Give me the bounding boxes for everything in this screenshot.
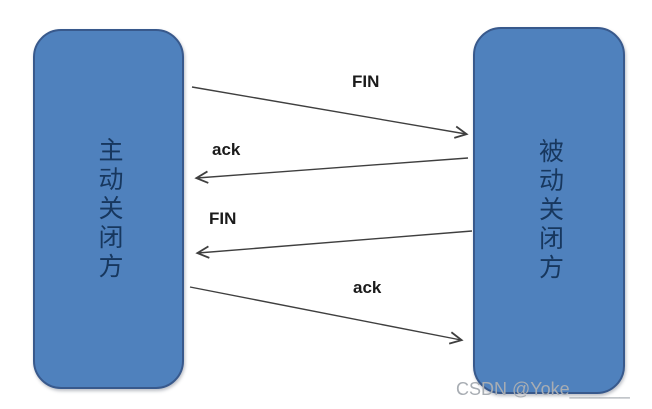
arrow-fin-2 (198, 230, 473, 253)
message-label-ack-1: ack (212, 140, 241, 159)
csdn-watermark: CSDN @Yoke______ (456, 379, 630, 399)
node-passive-closer-label: 被动关闭方 (535, 138, 564, 283)
arrow-ack-1 (197, 157, 469, 178)
arrow-fin-1 (191, 86, 466, 134)
node-active-closer-label: 主动关闭方 (95, 136, 123, 282)
message-label-fin-1: FIN (352, 72, 380, 91)
node-passive-closer: 被动关闭方 (473, 27, 625, 394)
node-active-closer: 主动关闭方 (33, 29, 184, 389)
message-label-ack-2: ack (353, 278, 382, 297)
message-label-fin-2: FIN (209, 209, 237, 228)
arrow-ack-2 (189, 286, 461, 340)
